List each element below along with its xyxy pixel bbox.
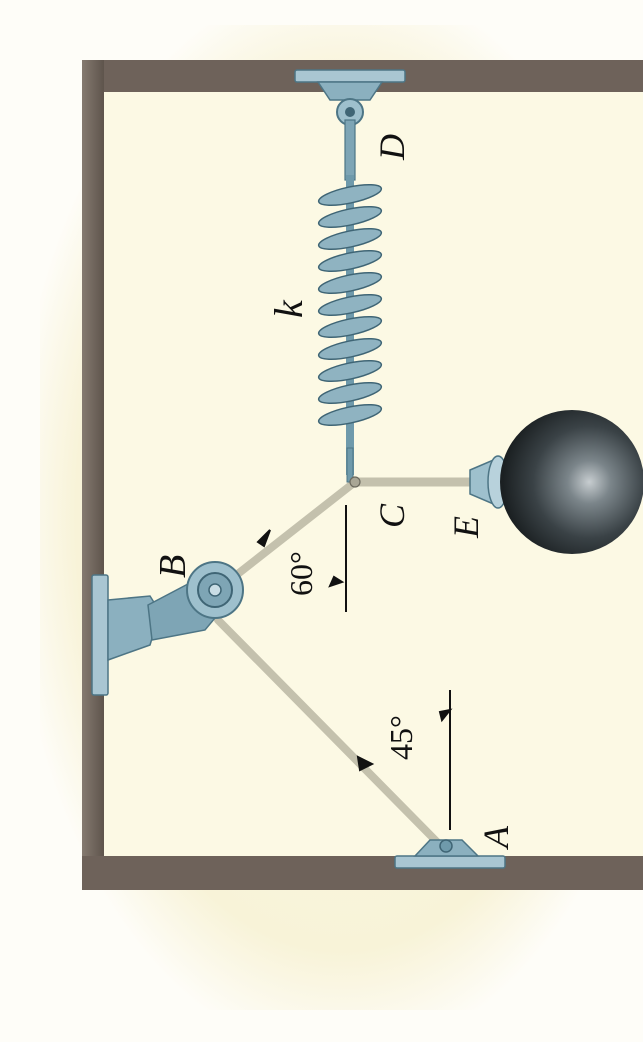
spring-coil: [317, 381, 383, 405]
spring-k: [317, 175, 383, 483]
spring-coil: [317, 183, 383, 207]
spring-coil: [317, 205, 383, 229]
spring-coil: [317, 271, 383, 295]
angle-arrow-60-start: [256, 529, 271, 548]
angle-arrow-45-end: [438, 708, 453, 723]
angle-arrow-45-start: [356, 755, 375, 772]
cable-BC: [226, 478, 359, 584]
support-walls: [82, 60, 643, 890]
support-D: [294, 69, 406, 181]
pulley-B: [186, 561, 244, 619]
spring-coil: [317, 403, 383, 427]
spring-coil: [317, 337, 383, 361]
angle-label-45: 45°: [383, 715, 419, 760]
angle-arrow-60-end: [328, 575, 345, 588]
label-C: C: [372, 503, 412, 528]
label-A: A: [476, 825, 516, 850]
spring-coil: [317, 315, 383, 339]
label-D: D: [372, 134, 412, 161]
label-E: E: [446, 516, 486, 539]
label-B: B: [152, 555, 194, 578]
cables: [214, 477, 475, 849]
spring-coil: [317, 249, 383, 273]
spring-coil: [317, 359, 383, 383]
dimension-lines: [256, 505, 453, 830]
hanging-sphere: [500, 410, 643, 554]
spring-coil: [317, 227, 383, 251]
angle-label-60: 60°: [283, 551, 319, 596]
joint-C: [349, 476, 361, 488]
label-k: k: [266, 299, 311, 318]
spring-coil: [317, 293, 383, 317]
cable-AB: [214, 616, 444, 849]
support-A: [394, 839, 506, 869]
